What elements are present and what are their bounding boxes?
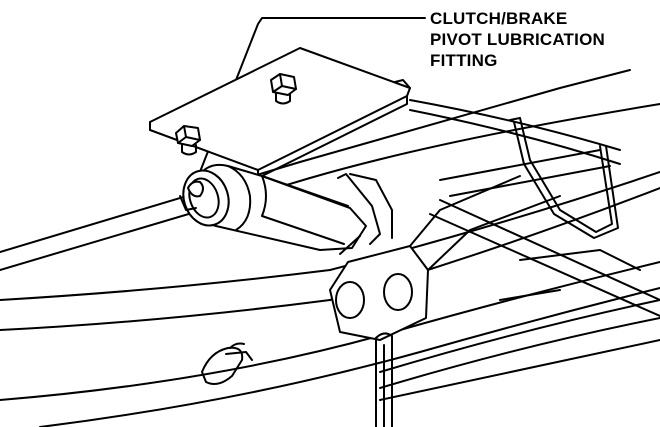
bolt-left	[175, 125, 201, 156]
cross-rail	[409, 99, 660, 317]
callout-line-2: PIVOT LUBRICATION	[430, 30, 605, 49]
callout-label: CLUTCH/BRAKE PIVOT LUBRICATION FITTING	[430, 8, 660, 71]
mounting-plate	[149, 47, 411, 179]
lower-floor	[379, 249, 660, 401]
callout-line-1: CLUTCH/BRAKE	[430, 9, 568, 28]
cotter-pin	[201, 342, 253, 385]
bolt-right	[270, 73, 297, 105]
callout-line-3: FITTING	[430, 51, 498, 70]
u-rod	[509, 117, 619, 239]
lubrication-fitting	[179, 180, 204, 211]
link-plate	[329, 175, 561, 341]
support-post	[375, 332, 393, 427]
pivot-arm	[337, 173, 393, 255]
